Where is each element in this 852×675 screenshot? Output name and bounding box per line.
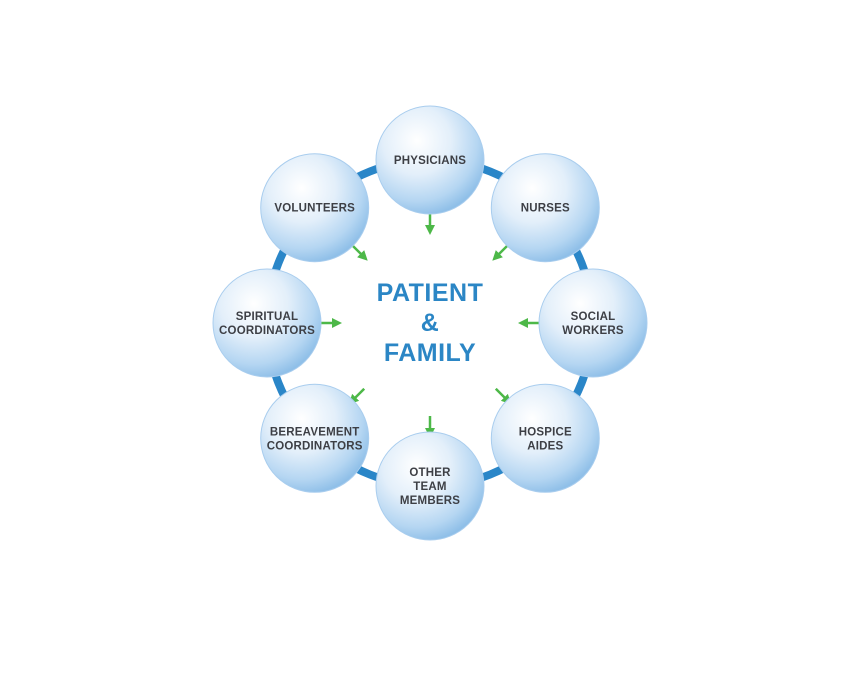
member-label: SOCIAL	[571, 311, 616, 323]
member-node-nurses: NURSES	[490, 153, 600, 263]
member-node-social-workers: SOCIAL WORKERS	[538, 268, 648, 378]
member-label: HOSPICE	[519, 426, 572, 438]
member-label: COORDINATORS	[267, 440, 363, 452]
member-node-physicians: PHYSICIANS	[375, 105, 485, 215]
member-label: WORKERS	[562, 325, 624, 337]
member-label: OTHER	[409, 467, 451, 479]
member-bubble	[212, 268, 322, 378]
member-label: COORDINATORS	[219, 325, 315, 337]
member-node-other-team-members: OTHER TEAM MEMBERS	[375, 431, 485, 541]
member-label: PHYSICIANS	[394, 155, 466, 167]
center-title: PATIENT&FAMILY	[377, 279, 484, 367]
member-bubble	[490, 383, 600, 493]
member-node-bereavement-coordinators: BEREAVEMENT COORDINATORS	[260, 383, 370, 493]
arrow-hospice-aides	[494, 387, 512, 405]
member-bubble	[375, 105, 485, 215]
member-bubble	[490, 153, 600, 263]
member-bubble	[260, 383, 370, 493]
member-label: NURSES	[521, 203, 570, 215]
member-bubble	[260, 153, 370, 263]
member-label: AIDES	[527, 440, 563, 452]
member-node-hospice-aides: HOSPICE AIDES	[490, 383, 600, 493]
center-title-line: PATIENT	[377, 279, 484, 307]
arrow-nurses	[492, 244, 509, 261]
member-label: BEREAVEMENT	[270, 426, 360, 438]
member-node-spiritual-coordinators: SPIRITUAL COORDINATORS	[212, 268, 322, 378]
member-node-volunteers: VOLUNTEERS	[260, 153, 370, 263]
bubble-layer: PHYSICIANS NURSES SOCIAL WORKERS HOSPICE AIDE…	[212, 105, 648, 541]
member-label: SPIRITUAL	[236, 311, 299, 323]
center-title-line: &	[421, 309, 440, 337]
member-label: TEAM	[413, 481, 446, 493]
member-bubble	[375, 431, 485, 541]
member-bubble	[538, 268, 648, 378]
member-label: MEMBERS	[400, 495, 460, 507]
arrow-layer	[320, 213, 540, 438]
arrow-bereavement-coordinators	[348, 387, 366, 405]
member-label: VOLUNTEERS	[274, 203, 355, 215]
arrow-volunteers	[351, 244, 368, 261]
center-title-line: FAMILY	[384, 339, 476, 367]
